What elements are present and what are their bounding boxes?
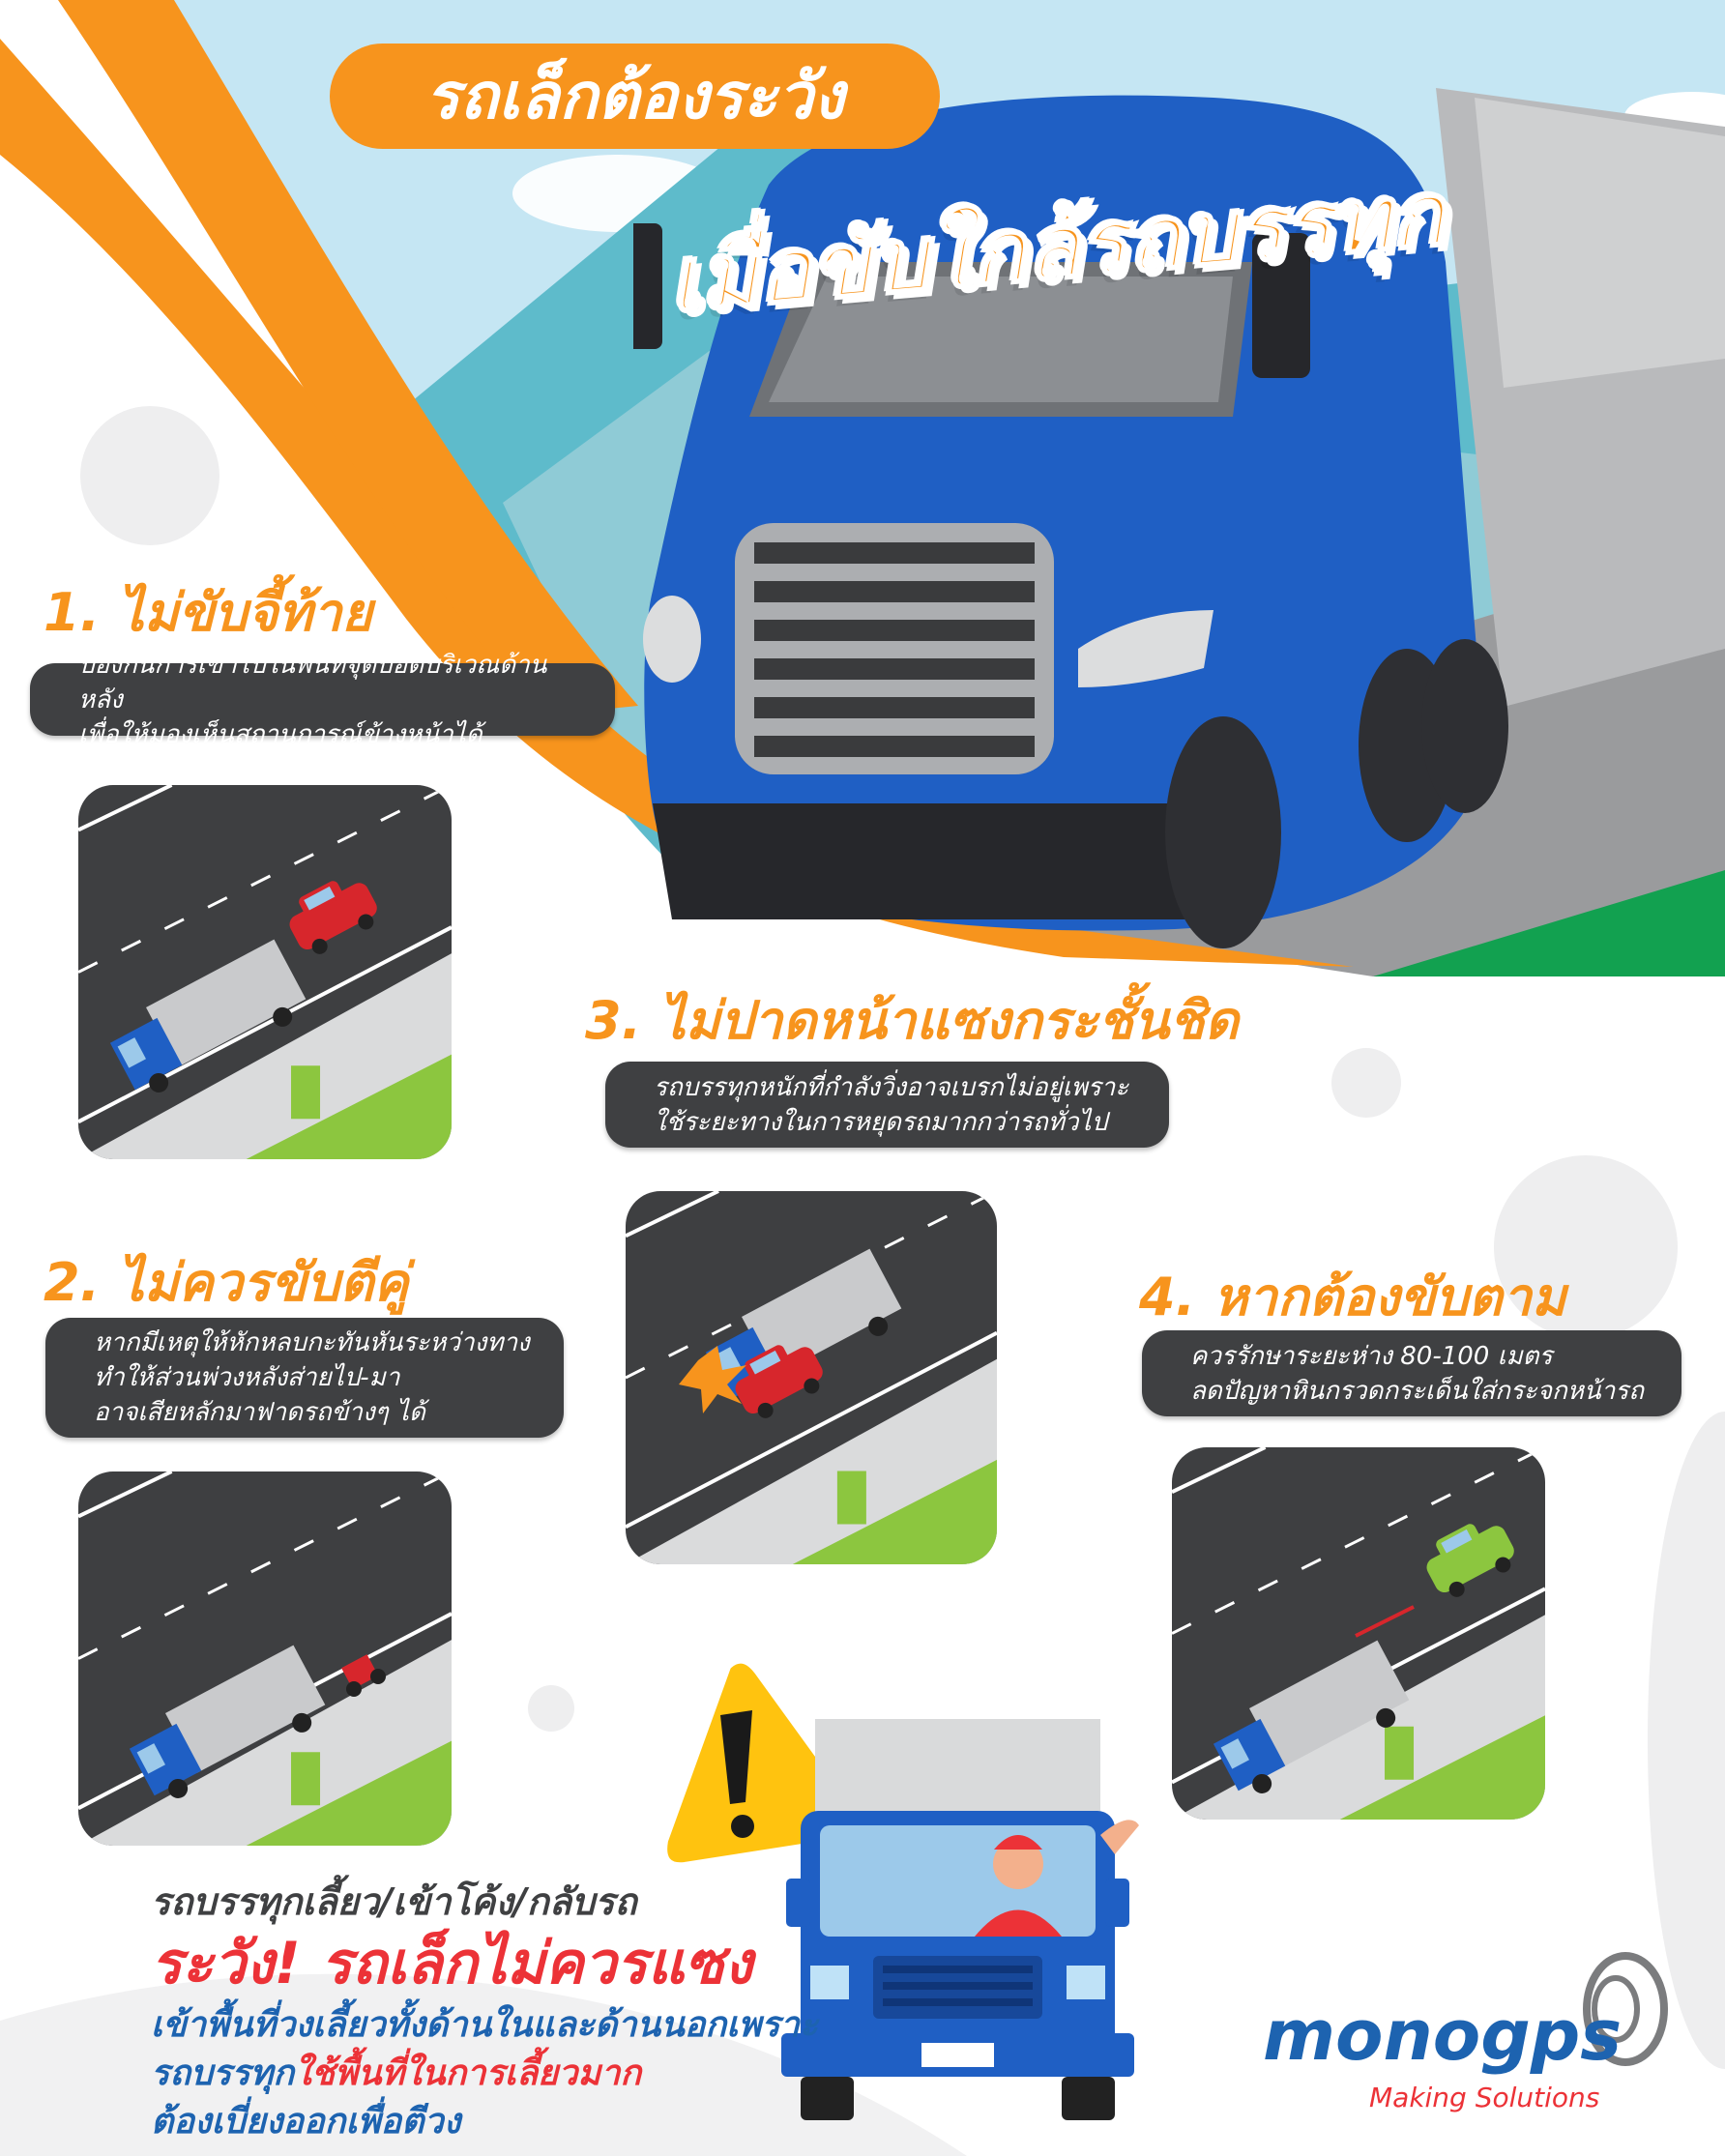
tip-2-line: ทำให้ส่วนพ่วงหลังส่ายไป-มา	[94, 1363, 400, 1392]
motorbike	[341, 1654, 386, 1697]
warning-line-1: รถบรรทุกเลี้ยว/เข้าโค้ง/กลับรถ	[151, 1880, 637, 1923]
logo-swirl-icon	[1583, 1952, 1668, 2066]
turning-warning: รถบรรทุกเลี้ยว/เข้าโค้ง/กลับรถ ระวัง! รถ…	[151, 1878, 828, 2146]
crash-burst	[679, 1346, 746, 1413]
car	[735, 1345, 823, 1418]
warning-line-4-red: ใช้พื้นที่ในการเลี้ยวมาก	[294, 2054, 642, 2093]
road-scene	[78, 1471, 452, 1846]
truck	[1213, 1640, 1410, 1793]
logo-wordmark: monogps	[1263, 1995, 1623, 2076]
tip-3-line: รถบรรทุกหนักที่กำลังวิ่งอาจเบรกไม่อยู่เพ…	[654, 1072, 1129, 1102]
tip-4-line: ควรรักษาระยะห่าง 80-100 เมตร	[1190, 1341, 1553, 1371]
tip-4-illustration	[1172, 1447, 1545, 1820]
road-scene	[626, 1191, 997, 1564]
truck	[129, 1645, 326, 1798]
tip-3-line: ใช้ระยะทางในการหยุดรถมากกว่ารถทั่วไป	[654, 1107, 1108, 1137]
warning-line-4-blue: รถบรรทุก	[151, 2054, 295, 2093]
car	[1426, 1524, 1514, 1597]
tip-1-illustration	[78, 785, 452, 1159]
tip-2-line: หากมีเหตุให้หักหลบกะทันหันระหว่างทาง	[94, 1328, 530, 1357]
tip-3-heading: 3. ไม่ปาดหน้าแซงกระชั้นชิด	[585, 990, 1239, 1051]
tip-3-description: รถบรรทุกหนักที่กำลังวิ่งอาจเบรกไม่อยู่เพ…	[605, 1062, 1169, 1148]
tip-4-heading: 4. หากต้องขับตาม	[1139, 1267, 1566, 1327]
tip-1-line: เพื่อให้มองเห็นสถานการณ์ข้างหน้าได้	[78, 719, 482, 749]
truck	[109, 939, 307, 1093]
tip-2-illustration	[78, 1471, 452, 1846]
truck-illustration	[633, 88, 1725, 948]
tip-2-heading: 2. ไม่ควรขับตีคู่	[44, 1252, 409, 1313]
warning-headline: ระวัง! รถเล็กไม่ควรแซง	[151, 1930, 753, 1997]
distance-line	[1355, 1605, 1415, 1638]
tip-2-line: อาจเสียหลักมาฟาดรถข้างๆ ได้	[94, 1398, 425, 1427]
truck-driver-illustration	[781, 1719, 1139, 2120]
road-scene	[1172, 1447, 1545, 1820]
warning-line-5: ต้องเบี่ยงออกเพื่อตีวง	[151, 2102, 461, 2141]
tip-4-line: ลดปัญหาหินกรวดกระเด็นใส่กระจกหน้ารถ	[1190, 1376, 1644, 1406]
tip-1-line: ป้องกันการเข้าไปในพื้นที่จุดบอดบริเวณด้า…	[78, 650, 547, 714]
title-pill: รถเล็กต้องระวัง	[330, 44, 940, 149]
warning-line-4: รถบรรทุกใช้พื้นที่ในการเลี้ยวมาก	[151, 2050, 828, 2098]
tip-3-illustration	[626, 1191, 997, 1564]
tip-4-description: ควรรักษาระยะห่าง 80-100 เมตร ลดปัญหาหินก…	[1142, 1330, 1681, 1416]
car	[289, 881, 377, 954]
tip-1-heading: 1. ไม่ขับจี้ท้าย	[44, 582, 373, 643]
warning-line-3: เข้าพื้นที่วงเลี้ยวทั้งด้านในและด้านนอกเ…	[151, 2005, 819, 2045]
logo-tagline: Making Solutions	[1369, 2082, 1600, 2113]
tip-2-description: หากมีเหตุให้หักหลบกะทันหันระหว่างทาง ทำใ…	[45, 1318, 564, 1438]
monogps-logo: monogps Making Solutions	[1263, 1946, 1679, 2120]
tip-1-description: ป้องกันการเข้าไปในพื้นที่จุดบอดบริเวณด้า…	[30, 651, 615, 749]
road-scene	[78, 785, 452, 1159]
